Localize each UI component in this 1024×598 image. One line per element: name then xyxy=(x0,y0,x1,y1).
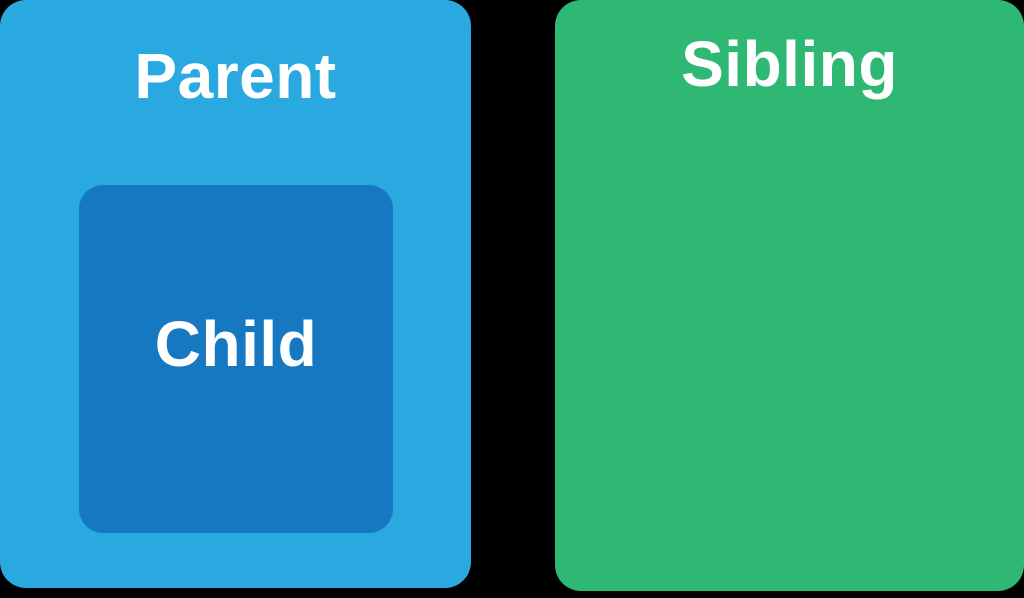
child-box-label: Child xyxy=(154,308,318,380)
sibling-box: Sibling xyxy=(555,0,1024,591)
child-box: Child xyxy=(79,185,393,533)
parent-box-label: Parent xyxy=(134,40,337,112)
sibling-box-label: Sibling xyxy=(681,28,898,100)
parent-box: Parent Child xyxy=(0,0,471,588)
